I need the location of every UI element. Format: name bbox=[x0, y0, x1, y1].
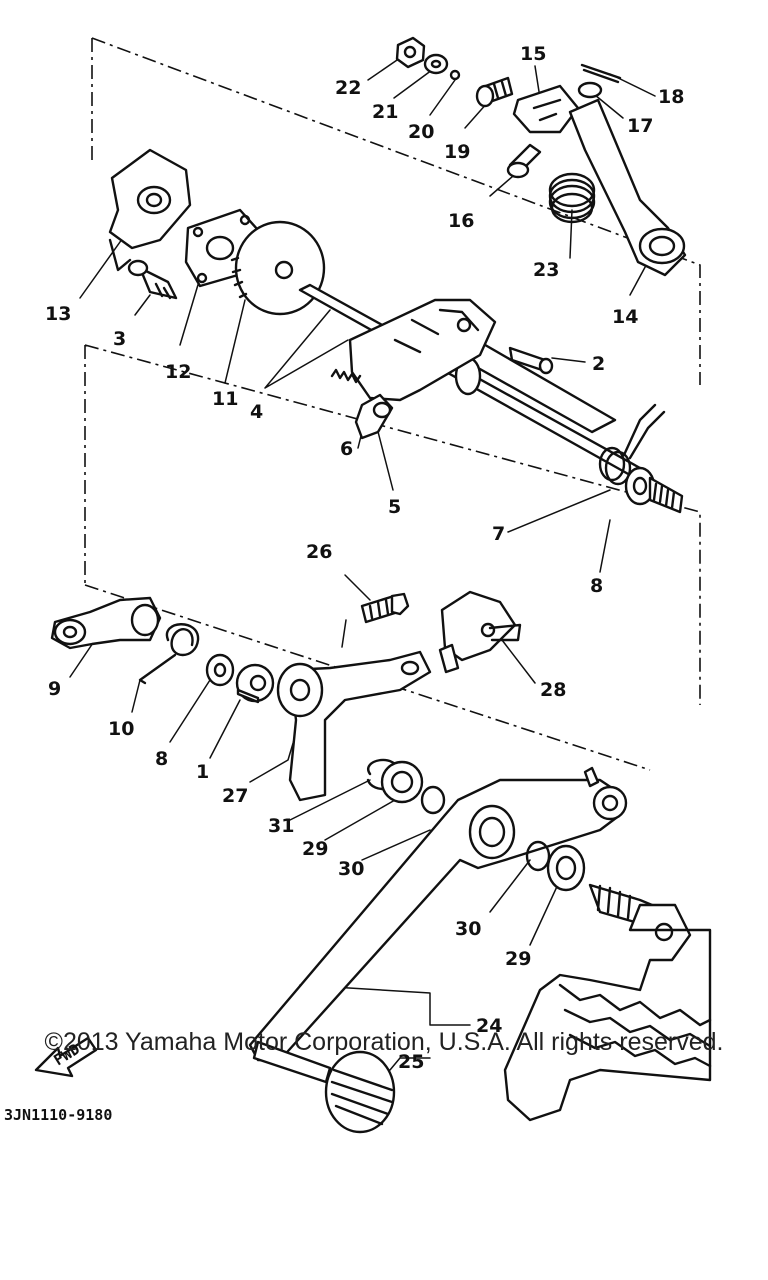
callout-7: 7 bbox=[492, 523, 505, 545]
callout-11: 11 bbox=[212, 388, 238, 410]
callout-5: 5 bbox=[388, 496, 401, 518]
part-23-spring bbox=[548, 172, 596, 224]
callout-12: 12 bbox=[165, 361, 191, 383]
part-18-cotter-pin bbox=[580, 63, 622, 84]
callout-30-lower: 30 bbox=[455, 918, 481, 940]
callout-10: 10 bbox=[108, 718, 134, 740]
part-29-washer-upper bbox=[380, 760, 424, 804]
part-9-link-arm bbox=[50, 596, 162, 650]
part-1-bushing bbox=[235, 663, 275, 704]
callout-17: 17 bbox=[627, 115, 653, 137]
callout-29-upper: 29 bbox=[302, 838, 328, 860]
callout-29-lower: 29 bbox=[505, 948, 531, 970]
part-10-spring bbox=[138, 623, 200, 685]
part-6-spring bbox=[330, 368, 362, 384]
callout-8-upper: 8 bbox=[590, 575, 603, 597]
callout-20: 20 bbox=[408, 121, 434, 143]
callout-28: 28 bbox=[540, 679, 566, 701]
part-25-rubber-tip bbox=[324, 1050, 396, 1134]
footrest-bracket bbox=[503, 883, 712, 1122]
part-8-washer-lower bbox=[205, 653, 235, 687]
callout-15: 15 bbox=[520, 43, 546, 65]
callout-18: 18 bbox=[658, 86, 684, 108]
callout-1: 1 bbox=[196, 761, 209, 783]
part-30-o-ring-lower bbox=[525, 840, 551, 872]
part-14-shift-lever bbox=[568, 98, 687, 277]
part-27-shift-arm bbox=[276, 650, 432, 802]
callout-3: 3 bbox=[113, 328, 126, 350]
callout-13: 13 bbox=[45, 303, 71, 325]
callout-25: 25 bbox=[398, 1051, 424, 1073]
part-15-shift-arm bbox=[512, 84, 580, 134]
part-4-shift-shaft bbox=[298, 283, 642, 477]
part-5-pawl bbox=[354, 393, 394, 440]
part-13-stopper-cover bbox=[108, 148, 192, 272]
callout-26: 26 bbox=[306, 541, 332, 563]
callout-2: 2 bbox=[592, 353, 605, 375]
callout-24: 24 bbox=[476, 1015, 502, 1037]
part-3-bolt bbox=[127, 259, 178, 300]
part-19-bolt bbox=[475, 76, 514, 108]
callout-14: 14 bbox=[612, 306, 638, 328]
callout-6: 6 bbox=[340, 438, 353, 460]
part-17-washer bbox=[577, 81, 603, 99]
part-2-pin bbox=[508, 346, 554, 375]
callout-22: 22 bbox=[335, 77, 361, 99]
callout-31: 31 bbox=[268, 815, 294, 837]
part-29-washer-lower bbox=[546, 844, 586, 892]
callout-16: 16 bbox=[448, 210, 474, 232]
part-22-nut bbox=[395, 36, 426, 69]
copyright-notice: ©2013 Yamaha Motor Corporation, U.S.A. A… bbox=[44, 1028, 724, 1056]
callout-23: 23 bbox=[533, 259, 559, 281]
part-20-o-ring bbox=[449, 69, 461, 81]
part-16-pin bbox=[506, 143, 542, 179]
part-28-cover bbox=[438, 590, 522, 674]
part-21-washer bbox=[423, 53, 449, 75]
callout-4: 4 bbox=[250, 401, 263, 423]
part-30-o-ring-upper bbox=[420, 785, 446, 815]
part-26-bolt bbox=[360, 592, 410, 624]
callout-30-upper: 30 bbox=[338, 858, 364, 880]
callout-19: 19 bbox=[444, 141, 470, 163]
part-7-return-spring bbox=[598, 403, 666, 486]
callout-21: 21 bbox=[372, 101, 398, 123]
drawing-code: 3JN1110-9180 bbox=[4, 1106, 112, 1124]
callout-8-lower: 8 bbox=[155, 748, 168, 770]
callout-27: 27 bbox=[222, 785, 248, 807]
part-8-washer-upper bbox=[624, 466, 684, 514]
callout-9: 9 bbox=[48, 678, 61, 700]
callout-labels: 22 21 20 19 15 18 17 16 23 14 13 3 12 11… bbox=[45, 43, 684, 1073]
